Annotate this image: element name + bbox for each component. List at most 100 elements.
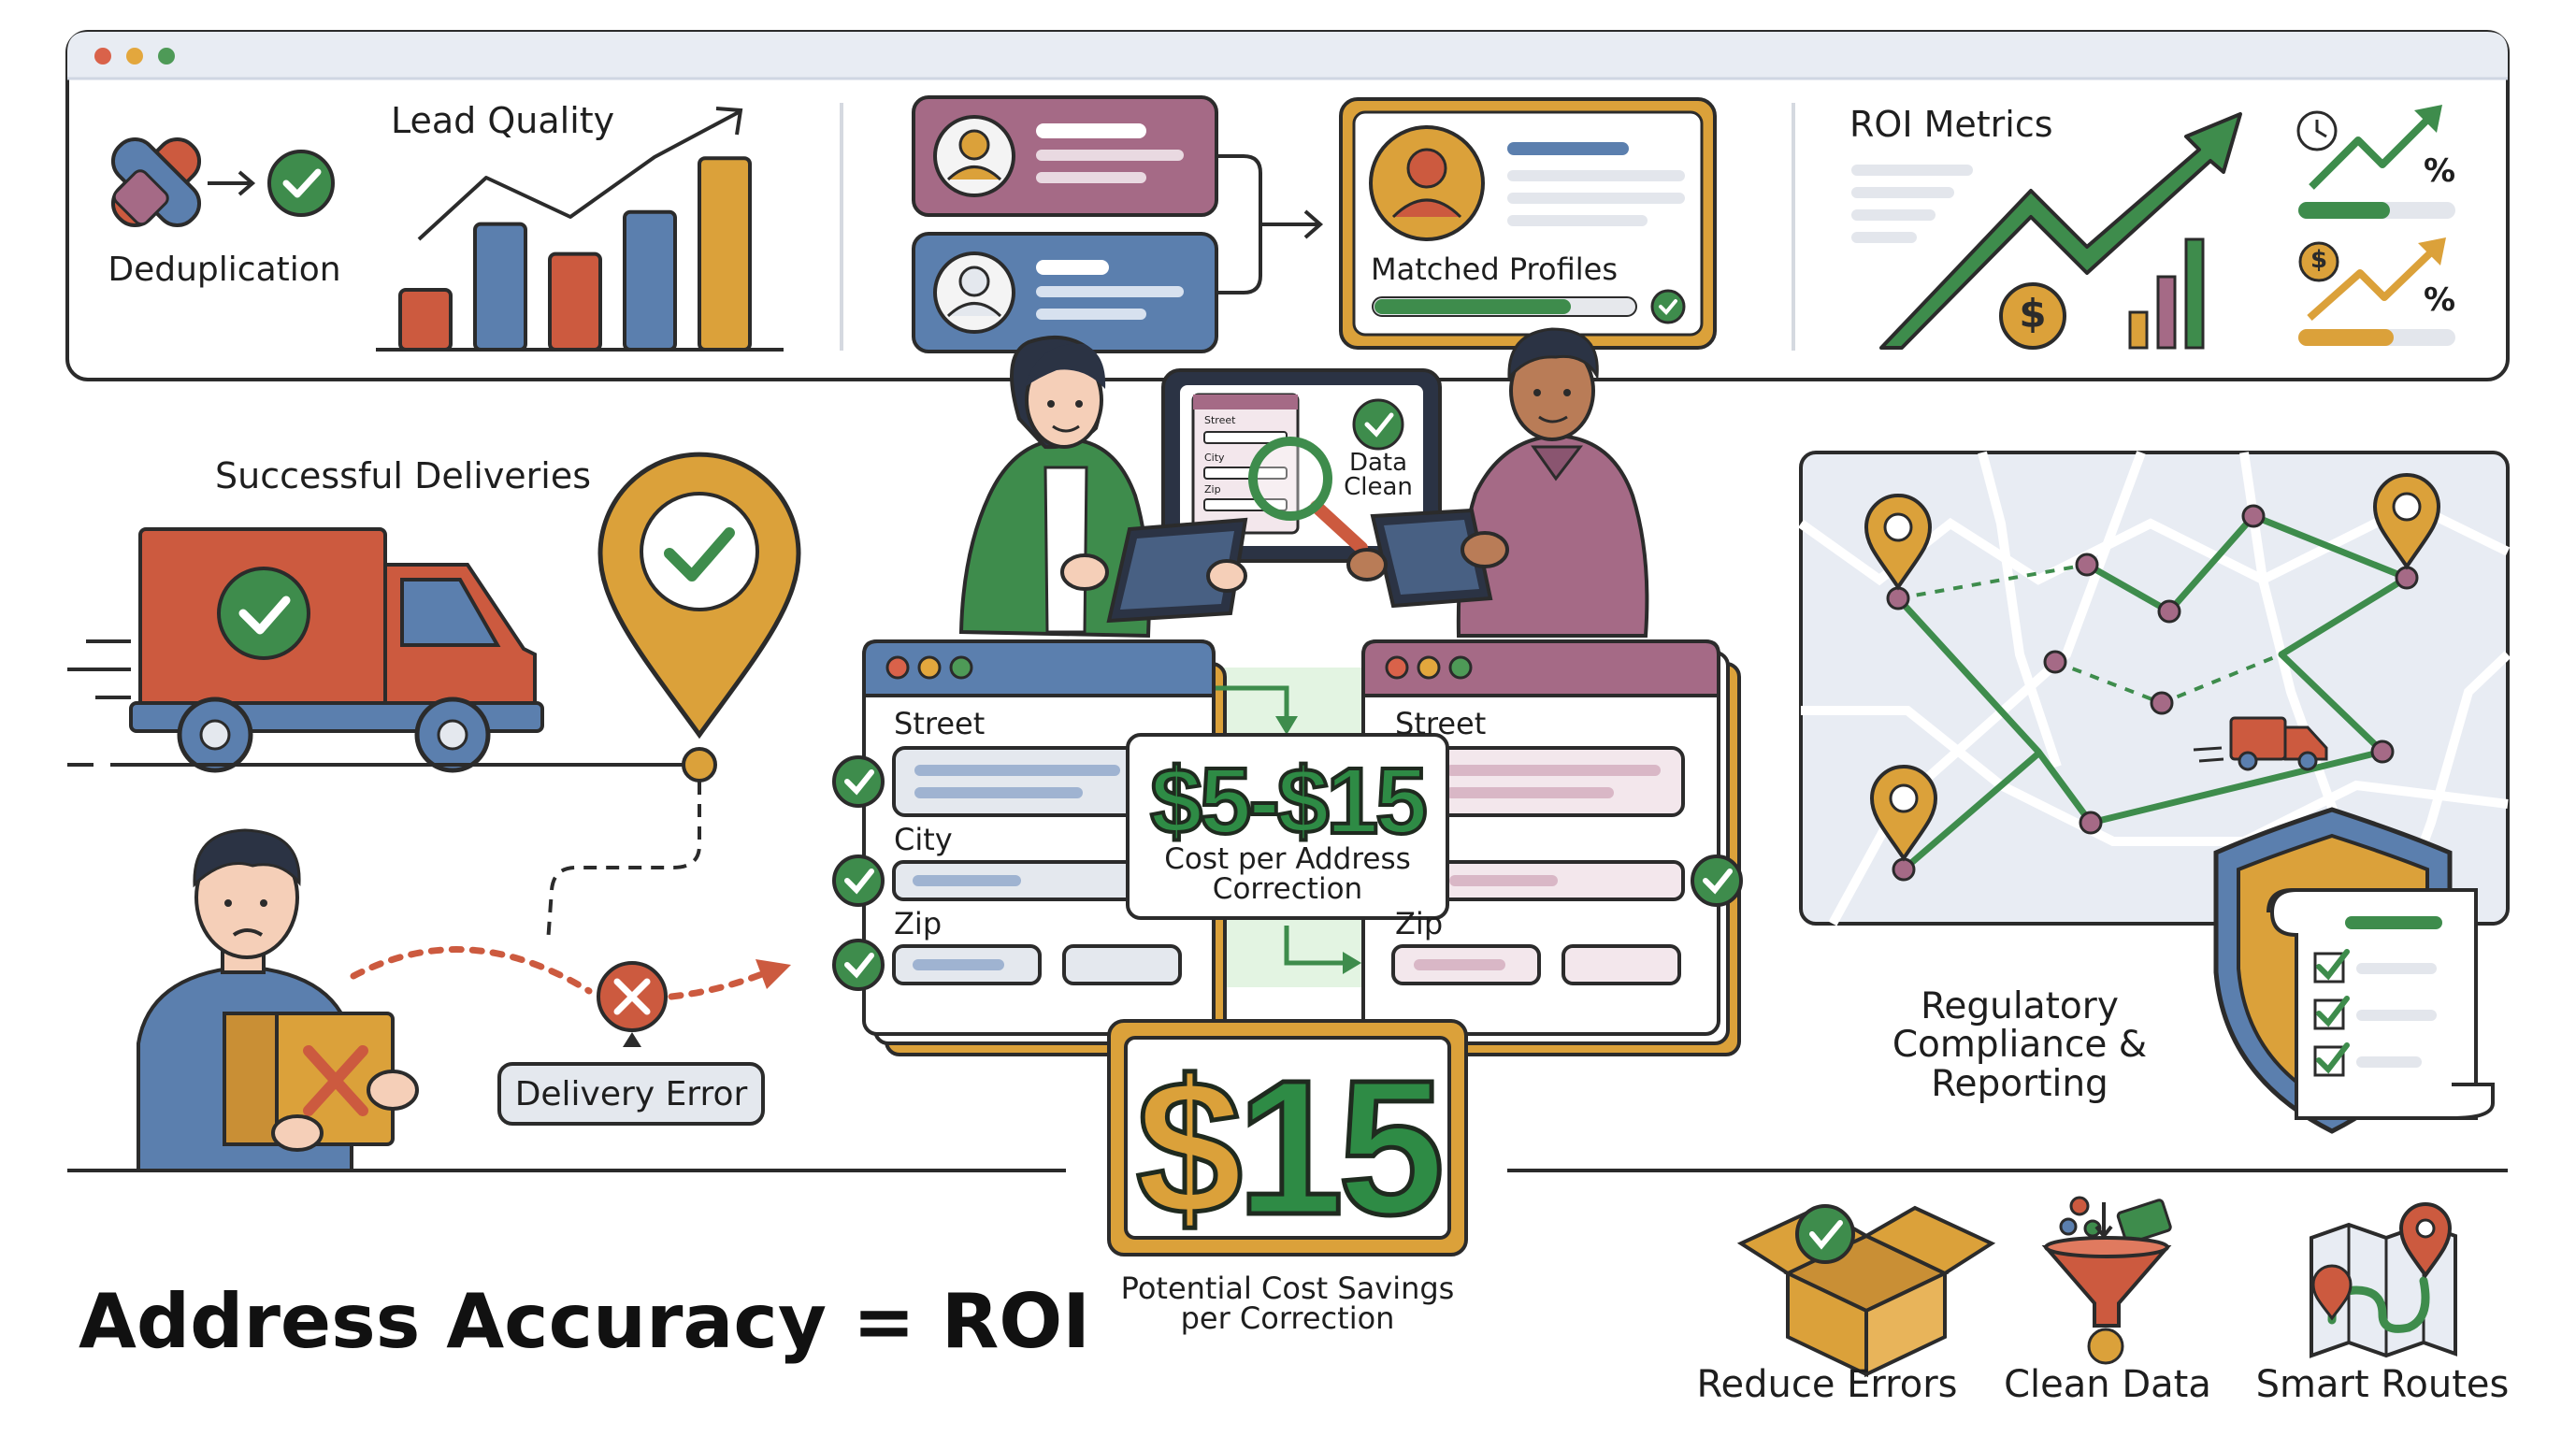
location-pin-check-icon	[597, 452, 801, 783]
magnifier-icon	[1248, 437, 1368, 554]
green-flow-arrows	[1216, 685, 1361, 974]
roi-trend-arrow-icon	[1879, 112, 2242, 350]
roi-metrics-label: ROI Metrics	[1849, 104, 2053, 145]
window-maximize-dot[interactable]	[949, 655, 973, 680]
top-window-panel	[65, 30, 2510, 381]
matched-profiles-label: Matched Profiles	[1371, 251, 1618, 287]
data-clean-line2: Clean	[1344, 473, 1413, 501]
savings-dollar: $	[1133, 1039, 1245, 1257]
check-circle-icon	[1650, 289, 1686, 324]
window-close-dot[interactable]	[885, 655, 910, 680]
cost-range-caption-line2: Correction	[1212, 871, 1363, 906]
savings-number: 15	[1234, 1039, 1446, 1257]
savings-card	[1107, 1019, 1468, 1256]
zip-extension-input[interactable]	[1561, 944, 1681, 985]
window-minimize-dot[interactable]	[917, 655, 942, 680]
right-street-label: Street	[1395, 706, 1487, 741]
lead-quality-label: Lead Quality	[391, 100, 615, 141]
zip-extension-input[interactable]	[1062, 944, 1182, 985]
merge-arrow-icon	[1216, 154, 1324, 294]
delivery-error-badge	[497, 1062, 765, 1126]
woman-tablet	[1060, 517, 1248, 624]
box-check-icon	[1736, 1204, 1996, 1378]
lead-quality-bar	[623, 209, 677, 352]
compliance-line2: Compliance &	[1892, 1024, 2148, 1067]
window-minimize-dot[interactable]	[1417, 655, 1441, 680]
delivery-route-dashed	[350, 782, 791, 1000]
man-tablet	[1346, 508, 1509, 609]
dollar-symbol: $	[2019, 291, 2047, 337]
arrow-right-icon	[208, 170, 256, 196]
error-x-icon	[597, 961, 668, 1047]
percent-symbol: %	[2424, 281, 2456, 319]
dollar-coin-icon	[1999, 282, 2066, 350]
data-clean-status: Data Clean	[1344, 451, 1413, 499]
woman-green-jacket	[958, 335, 1151, 639]
street-input[interactable]	[892, 746, 1141, 817]
checklist-document-icon	[2267, 888, 2495, 1120]
window-close-dot[interactable]	[94, 48, 111, 65]
check-circle-icon	[1691, 854, 1743, 907]
delivery-truck-icon	[129, 527, 544, 773]
mini-truck-icon	[2193, 716, 2328, 771]
window-maximize-dot[interactable]	[158, 48, 175, 65]
window-minimize-dot[interactable]	[126, 48, 143, 65]
profile-card-blue	[912, 232, 1218, 353]
successful-deliveries-label: Successful Deliveries	[215, 455, 592, 496]
left-city-label: City	[894, 822, 953, 857]
route-map-icon	[2310, 1202, 2457, 1358]
route-map-panel	[1798, 451, 2511, 926]
cost-range-card	[1126, 733, 1449, 920]
lead-quality-bar	[398, 288, 453, 352]
mini-bar-chart-icon	[2128, 237, 2205, 350]
left-form-checks	[832, 755, 885, 991]
window-maximize-dot[interactable]	[1448, 655, 1473, 680]
savings-caption-line1: Potential Cost Savings	[1120, 1271, 1455, 1306]
check-circle-icon	[267, 150, 335, 217]
map-pin-icon	[2372, 473, 2441, 570]
dedup-label: Deduplication	[108, 251, 341, 289]
savings-amount: $15	[1133, 1038, 1446, 1258]
cost-range-caption: Cost per Address Correction	[1164, 842, 1411, 906]
dollar-symbol: $	[2310, 246, 2328, 274]
clean-data-label: Clean Data	[2004, 1363, 2211, 1406]
lead-quality-bar	[698, 156, 752, 352]
compliance-label: Regulatory Compliance & Reporting	[1892, 987, 2147, 1103]
trend-arrow-head-icon	[715, 107, 743, 136]
coin-trend-icon	[2298, 237, 2455, 346]
roi-text-lines	[1851, 165, 1973, 243]
shared-tablet-screen	[1161, 368, 1442, 563]
tablet-zip-label: Zip	[1204, 483, 1221, 495]
savings-caption-line2: per Correction	[1180, 1300, 1395, 1336]
profile-card-plum	[912, 95, 1218, 217]
percent-symbol: %	[2424, 152, 2456, 190]
avatar	[958, 129, 990, 161]
clock-trend-icon	[2296, 105, 2455, 219]
lead-quality-chart	[376, 107, 784, 352]
main-title: Address Accuracy = ROI	[79, 1278, 1091, 1365]
avatar	[958, 266, 990, 297]
savings-caption: Potential Cost Savings per Correction	[1121, 1273, 1455, 1333]
left-zip-label: Zip	[894, 906, 943, 941]
man-plum-shirt	[1456, 327, 1649, 638]
address-form-right	[1361, 639, 1743, 1056]
lead-quality-bar	[548, 251, 602, 352]
data-clean-line1: Data	[1348, 449, 1408, 477]
compliance-line3: Reporting	[1931, 1062, 2108, 1105]
compliance-line1: Regulatory	[1921, 985, 2119, 1027]
delivery-error-label: Delivery Error	[514, 1075, 748, 1113]
funnel-icon	[2041, 1196, 2172, 1365]
cost-range-value: $5-$15	[1148, 747, 1429, 855]
deduplication-icon	[110, 136, 202, 228]
route-solid-line	[1895, 512, 2411, 872]
tablet-city-label: City	[1204, 452, 1225, 464]
cost-range-caption-line1: Cost per Address	[1164, 842, 1411, 876]
lead-quality-trend-line	[417, 110, 740, 241]
map-pin-icon	[1864, 494, 1933, 591]
reduce-errors-label: Reduce Errors	[1696, 1363, 1958, 1406]
left-street-label: Street	[894, 706, 986, 741]
matched-profile-card	[1339, 97, 1717, 350]
lead-quality-bar	[473, 222, 527, 352]
right-zip-label: Zip	[1395, 906, 1444, 941]
window-close-dot[interactable]	[1385, 655, 1409, 680]
